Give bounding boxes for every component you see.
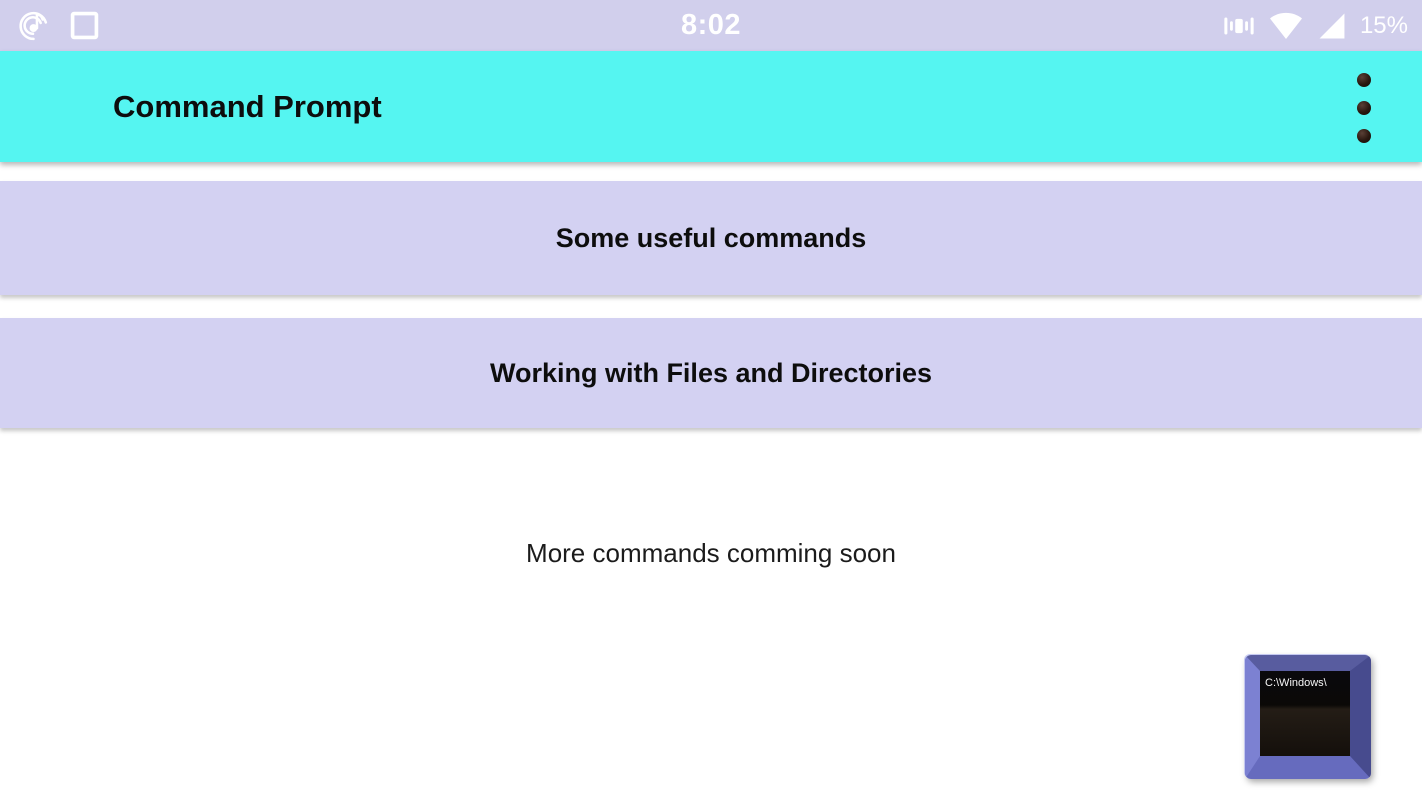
cellular-signal-icon: [1316, 10, 1348, 42]
overflow-menu-icon[interactable]: [1344, 73, 1384, 143]
status-bar[interactable]: 8:02 15%: [0, 0, 1422, 51]
wifi-icon: [1265, 8, 1307, 44]
screenshot-notification-icon: [68, 9, 101, 42]
menu-item-working-with-files-and-directories[interactable]: Working with Files and Directories: [0, 318, 1422, 428]
command-prompt-app-icon: C:\Windows\: [1245, 655, 1371, 779]
overflow-menu-dot: [1357, 73, 1371, 87]
overflow-menu-dot: [1357, 101, 1371, 115]
vibrate-icon: [1222, 9, 1256, 43]
battery-percent: 15%: [1359, 11, 1408, 39]
menu-item-some-useful-commands[interactable]: Some useful commands: [0, 181, 1422, 295]
overflow-menu-dot: [1357, 129, 1371, 143]
status-bar-notification-icons: [16, 7, 101, 44]
status-bar-system-icons: 15%: [1222, 0, 1408, 51]
status-bar-clock: 8:02: [680, 9, 742, 41]
music-notification-icon: [16, 7, 53, 44]
command-prompt-icon-text: C:\Windows\: [1265, 677, 1327, 689]
footer-note: More commands comming soon: [526, 538, 896, 568]
app-bar: Command Prompt: [0, 51, 1422, 162]
page-title: Command Prompt: [113, 88, 382, 124]
